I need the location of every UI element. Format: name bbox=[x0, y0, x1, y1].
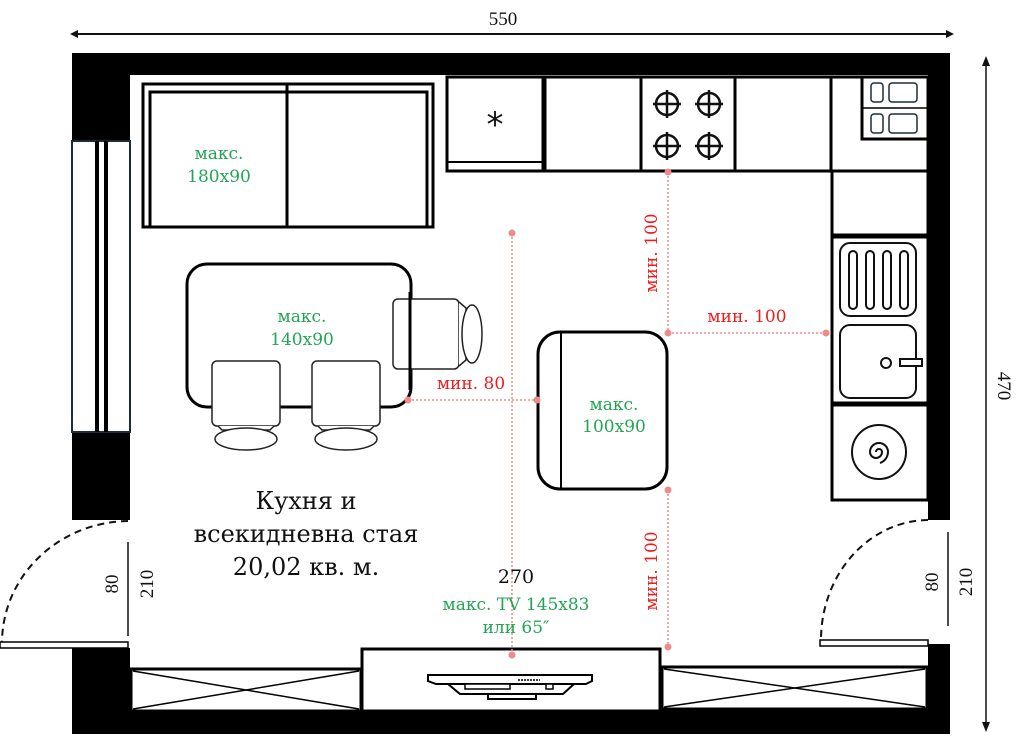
height-label: 470 bbox=[993, 372, 1014, 401]
oven-window-icon bbox=[888, 113, 918, 134]
table-label-line1: макс. bbox=[278, 307, 327, 327]
clearance-island-sink: мин. 100 bbox=[707, 307, 786, 327]
tv-size-line1: макс. TV 145x83 bbox=[443, 595, 590, 615]
kitchen-island: макс. 100x90 bbox=[536, 330, 669, 491]
tv-size-line2: или 65″ bbox=[483, 618, 550, 638]
island-label-line1: макс. bbox=[590, 395, 639, 415]
arrow-left-icon bbox=[70, 30, 78, 38]
counter-module bbox=[733, 75, 833, 173]
counter-module bbox=[830, 169, 930, 237]
drain-icon bbox=[880, 357, 892, 369]
sofa: макс. 180x90 bbox=[141, 82, 435, 229]
width-dimension: 550 bbox=[70, 9, 954, 38]
clearance-island-stove: мин. 100 bbox=[642, 213, 662, 292]
right-door-width: 80 bbox=[922, 573, 943, 592]
counter-module bbox=[543, 75, 643, 173]
burner-icon bbox=[695, 132, 723, 160]
burner-icon bbox=[653, 90, 681, 118]
knob-icon bbox=[870, 82, 884, 103]
right-door-height: 210 bbox=[956, 568, 977, 597]
dining-set: макс. 140x90 bbox=[185, 262, 483, 451]
snowflake-icon: * bbox=[487, 105, 504, 145]
height-dimension: 470 bbox=[982, 56, 1014, 732]
left-door-width: 80 bbox=[102, 575, 123, 594]
top-counter: * bbox=[445, 75, 833, 173]
clearance-island-tv: мин. 100 bbox=[642, 531, 662, 610]
stove bbox=[639, 75, 737, 173]
drainer-icon bbox=[839, 242, 917, 317]
chair bbox=[392, 298, 483, 370]
clearance-table-island: мин. 80 bbox=[437, 374, 505, 394]
sofa-label-line2: 180x90 bbox=[187, 167, 251, 187]
tv-console bbox=[360, 647, 662, 713]
tv-icon bbox=[427, 674, 593, 700]
chair bbox=[311, 360, 381, 451]
left-door-height: 210 bbox=[137, 570, 158, 599]
island-label-line2: 100x90 bbox=[582, 417, 646, 437]
sink bbox=[830, 235, 930, 405]
knob-icon bbox=[870, 113, 884, 134]
faucet-icon bbox=[899, 358, 923, 367]
washing-machine bbox=[830, 403, 930, 502]
bottom-left-cabinet bbox=[129, 667, 363, 713]
sofa-label-line1: макс. bbox=[195, 144, 244, 164]
width-label: 550 bbox=[489, 9, 518, 30]
arrow-down-icon bbox=[982, 722, 990, 732]
clearance-guides bbox=[404, 168, 830, 659]
oven bbox=[860, 75, 930, 141]
room-name-line1: Кухня и bbox=[256, 487, 357, 515]
fridge: * bbox=[445, 75, 545, 173]
burner-icon bbox=[653, 132, 681, 160]
bottom-right-cabinet bbox=[660, 665, 929, 711]
arrow-right-icon bbox=[946, 30, 954, 38]
spiral-icon bbox=[868, 442, 890, 464]
chair bbox=[211, 360, 281, 451]
oven-window-icon bbox=[888, 82, 918, 103]
room-area: 20,02 кв. м. bbox=[233, 553, 379, 581]
window bbox=[71, 140, 131, 433]
table-label-line2: 140x90 bbox=[270, 330, 334, 350]
right-counter bbox=[829, 75, 930, 502]
right-door: 80 210 bbox=[819, 519, 977, 647]
arrow-up-icon bbox=[982, 56, 990, 66]
tv-wall-length: 270 bbox=[498, 566, 534, 588]
left-door: 80 210 bbox=[0, 520, 158, 649]
burner-icon bbox=[695, 90, 723, 118]
room-name-line2: всекидневна стая bbox=[194, 520, 419, 548]
